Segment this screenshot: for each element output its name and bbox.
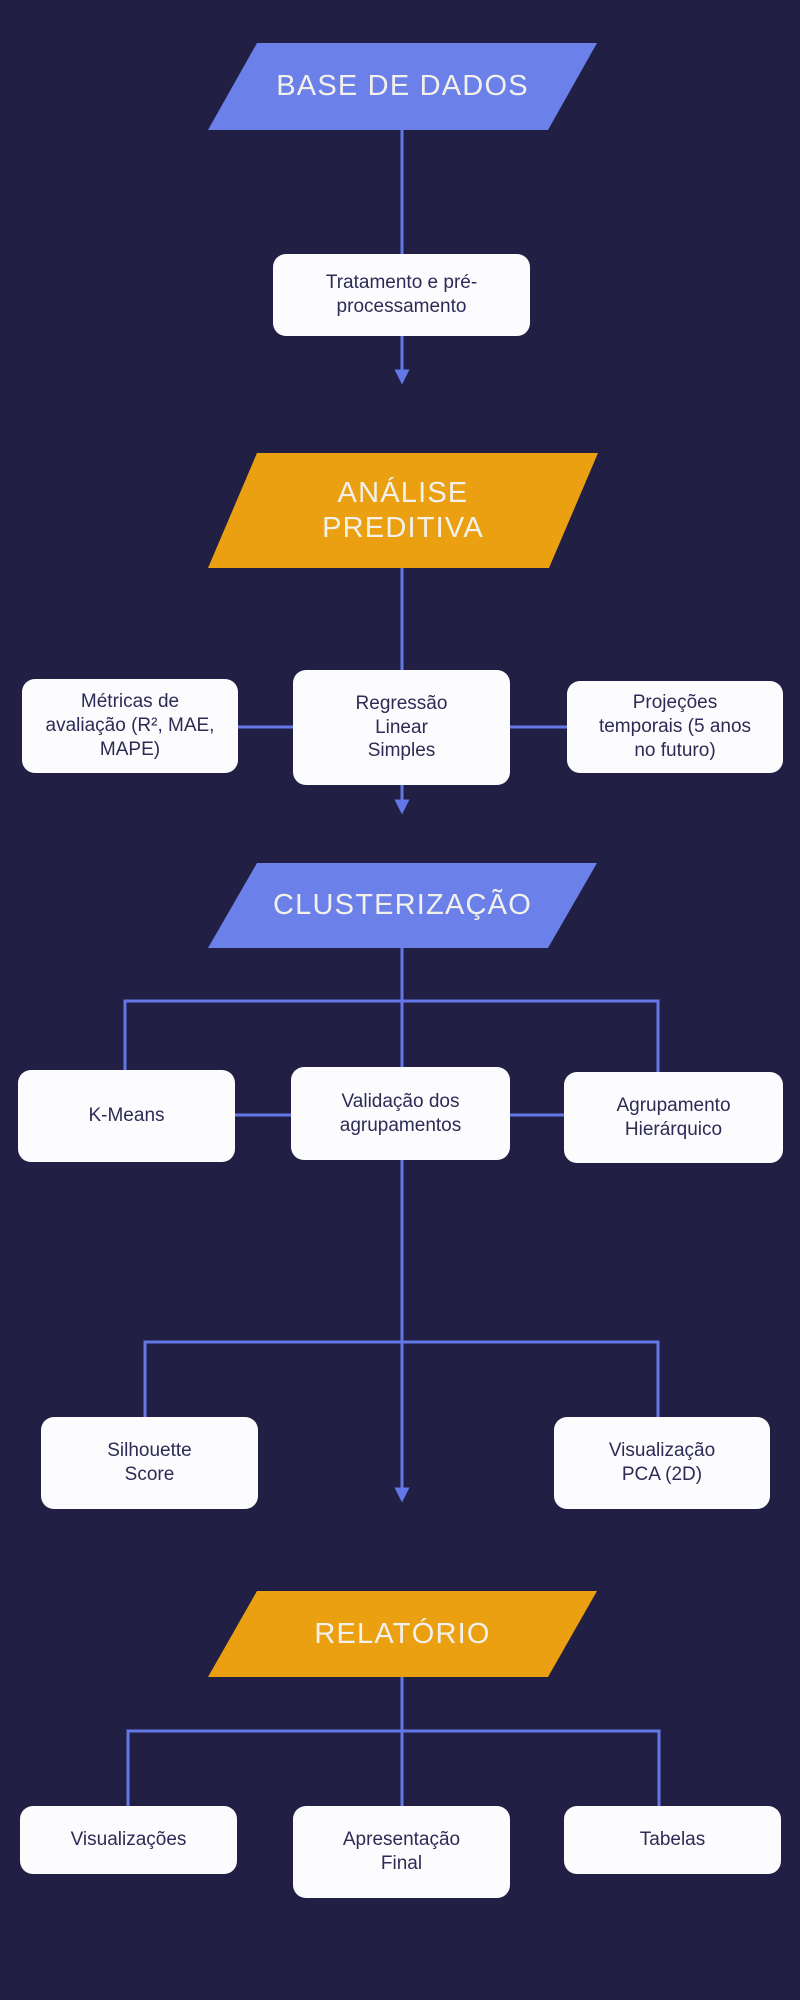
node-clusterizacao: CLUSTERIZAÇÃO	[208, 863, 597, 948]
node-agrupamento-hierarquico: Agrupamento Hierárquico	[564, 1072, 783, 1163]
node-visualizacao-pca: Visualização PCA (2D)	[554, 1417, 770, 1509]
node-tabelas: Tabelas	[564, 1806, 781, 1874]
node-silhouette-score: Silhouette Score	[41, 1417, 258, 1509]
node-k-means: K-Means	[18, 1070, 235, 1162]
node-regressao-linear-simples: Regressão Linear Simples	[293, 670, 510, 785]
node-metricas-avaliacao: Métricas de avaliação (R², MAE, MAPE)	[22, 679, 238, 773]
node-projecoes-temporais: Projeções temporais (5 anos no futuro)	[567, 681, 783, 773]
node-tratamento-pre-processamento: Tratamento e pré- processamento	[273, 254, 530, 336]
node-relatorio: RELATÓRIO	[208, 1591, 597, 1677]
node-apresentacao-final: Apresentação Final	[293, 1806, 510, 1898]
node-base-de-dados: BASE DE DADOS	[208, 43, 597, 130]
node-visualizacoes: Visualizações	[20, 1806, 237, 1874]
node-validacao-agrupamentos: Validação dos agrupamentos	[291, 1067, 510, 1160]
node-analise-preditiva: ANÁLISE PREDITIVA	[208, 453, 598, 568]
